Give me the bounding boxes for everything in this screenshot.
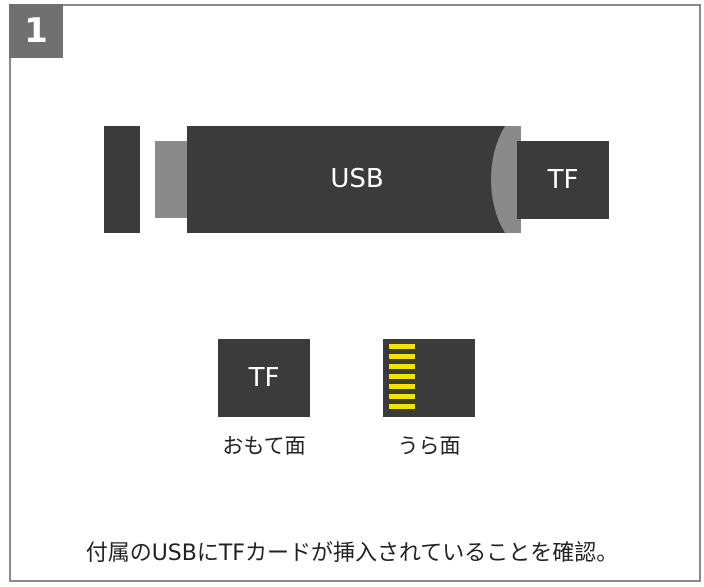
step-frame (9, 4, 701, 582)
step-number-badge: 1 (9, 4, 63, 58)
tf-card-back (383, 339, 475, 417)
instruction-text: 付属のUSBにTFカードが挿入されていることを確認。 (85, 541, 619, 566)
gold-contact (389, 374, 415, 379)
gold-contact (389, 344, 415, 349)
usb-label: USB (330, 164, 384, 194)
tf-card-inserted: TF (517, 141, 609, 219)
gold-contact (389, 384, 415, 389)
gold-contact (389, 354, 415, 359)
gold-contact (389, 394, 415, 399)
front-face-caption: おもて面 (222, 434, 306, 458)
back-face-caption: うら面 (397, 434, 461, 458)
usb-cap (104, 126, 140, 233)
gold-contact (389, 404, 415, 409)
gold-contact (389, 364, 415, 369)
tf-card-front: TF (218, 339, 310, 417)
tf-card-slot (491, 126, 521, 233)
usb-body: USB (187, 126, 521, 233)
usb-connector (155, 141, 187, 218)
